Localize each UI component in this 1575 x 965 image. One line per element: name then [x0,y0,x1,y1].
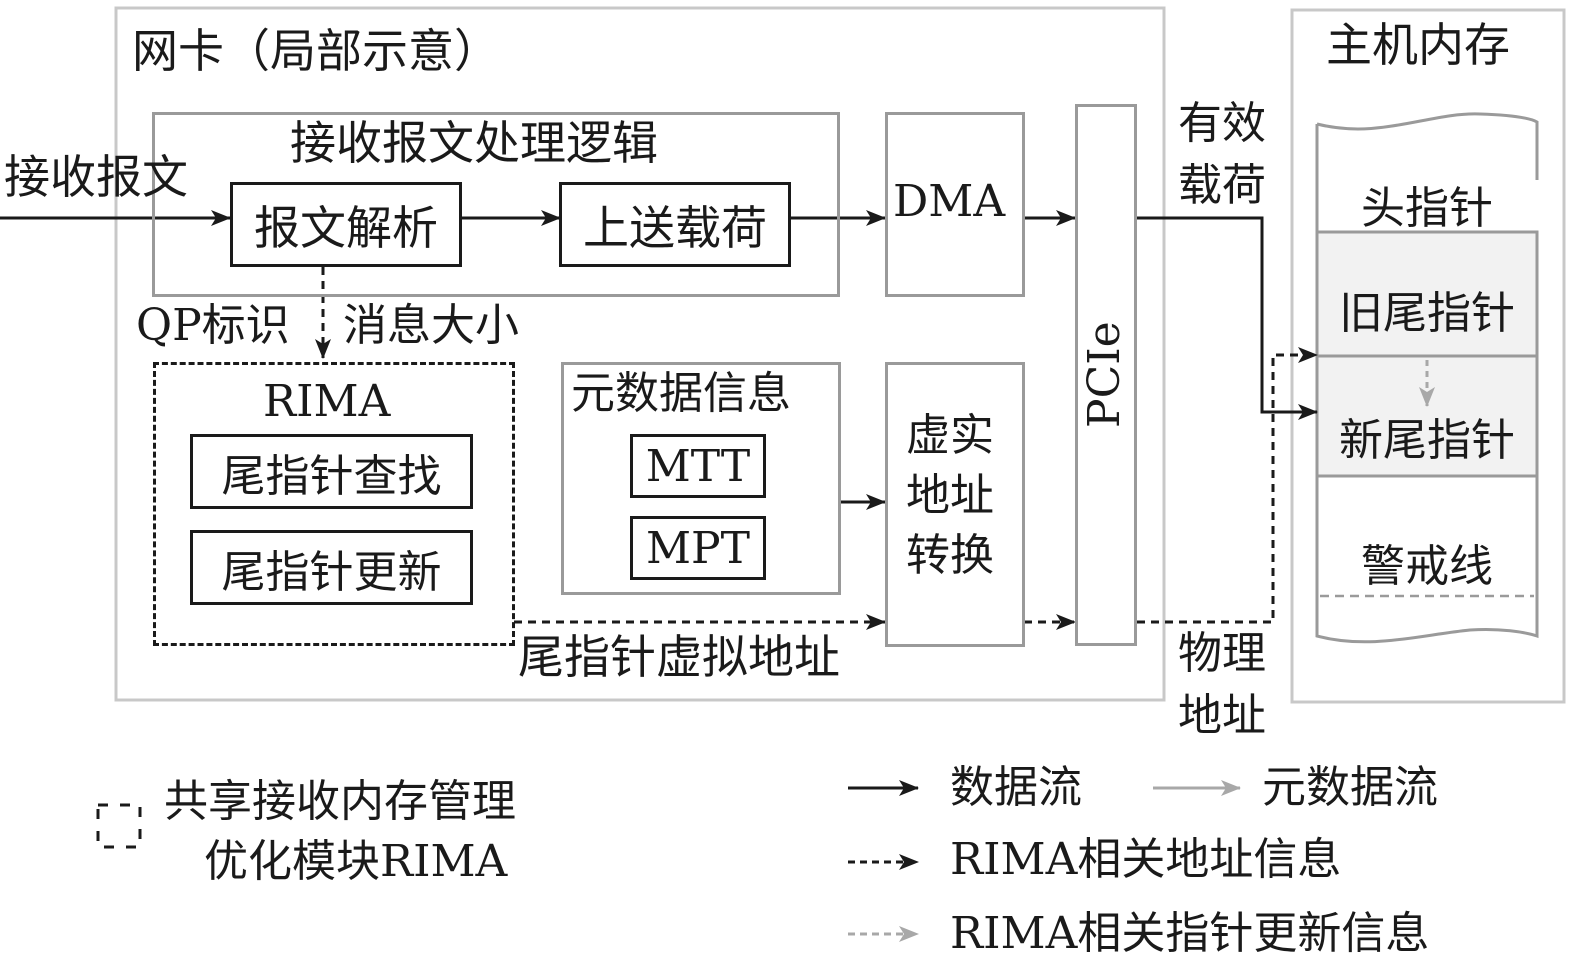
tail-update-box: 尾指针更新 [190,530,473,605]
tail-lookup-label: 尾指针查找 [221,450,442,502]
mtt-label: MTT [645,440,751,492]
old-tail-pointer-label: 旧尾指针 [1339,288,1515,339]
legend-rima-module-line-1: 共享接收内存管理 [164,776,516,827]
memory-cell-head: 头指针 [1317,176,1537,234]
nic-frame [114,6,1166,702]
phys-addr-label-line-2: 地址 [1178,690,1266,741]
dma-label: DMA [893,176,1006,227]
tail-update-label: 尾指针更新 [221,546,442,598]
memory-cell-new-tail: 新尾指针 [1317,404,1537,468]
mtt-box: MTT [630,434,766,498]
head-pointer-label: 头指针 [1361,183,1493,234]
new-tail-pointer-label: 新尾指针 [1339,415,1515,466]
rx-logic-box [152,112,840,297]
v2p-label-line-3: 转换 [906,530,994,581]
phys-addr-to-memory-arrow [1137,347,1318,624]
rx-input-label: 接收报文 [4,150,188,204]
memory-cell-old-tail: 旧尾指针 [1317,262,1537,356]
watermark-label: 警戒线 [1361,541,1493,592]
host-memory-title: 主机内存 [1326,18,1510,72]
v2p-label-line-2: 地址 [906,470,994,521]
dma-box [885,112,1025,297]
mpt-label: MPT [645,522,750,574]
legend-data-flow-label: 数据流 [950,762,1082,813]
parse-box-label: 报文解析 [254,200,438,255]
phys-addr-label-line-1: 物理 [1178,628,1266,679]
legend-rima-ptr-update-label: RIMA相关指针更新信息 [950,908,1430,959]
v2p-box [885,362,1025,647]
v2p-label-line-1: 虚实 [906,410,994,461]
upload-payload-label: 上送载荷 [583,200,767,255]
pcie-label: PCIe [1079,321,1130,428]
memory-stack-outline-top [1315,112,1539,232]
memory-stack-outline-bottom [1315,476,1539,644]
rx-logic-title: 接收报文处理逻辑 [290,116,658,170]
pcie-box [1075,104,1137,646]
parse-box: 报文解析 [230,182,462,267]
mpt-box: MPT [630,516,766,580]
qp-id-label: QP标识 [136,300,290,351]
tail-va-label: 尾指针虚拟地址 [518,630,840,684]
payload-label-line-2: 载荷 [1178,160,1266,211]
payload-to-memory-arrow [1137,216,1318,420]
legend-rima-module-swatch [96,803,142,849]
memory-cell-old-tail-bg [1315,230,1539,358]
metadata-box [561,362,841,595]
memory-cell-watermark: 警戒线 [1317,530,1537,594]
legend-metadata-flow-label: 元数据流 [1262,762,1438,813]
payload-label-line-1: 有效 [1178,98,1266,149]
legend-rima-addr-label: RIMA相关地址信息 [950,834,1342,885]
metadata-title: 元数据信息 [571,368,791,419]
tail-lookup-box: 尾指针查找 [190,434,473,509]
upload-payload-box: 上送载荷 [559,182,791,267]
legend-rima-module-line-2: 优化模块RIMA [204,836,508,887]
rima-module [153,362,515,646]
rima-title: RIMA [263,376,391,427]
nic-title: 网卡（局部示意） [132,24,500,78]
msg-size-label: 消息大小 [343,300,519,351]
